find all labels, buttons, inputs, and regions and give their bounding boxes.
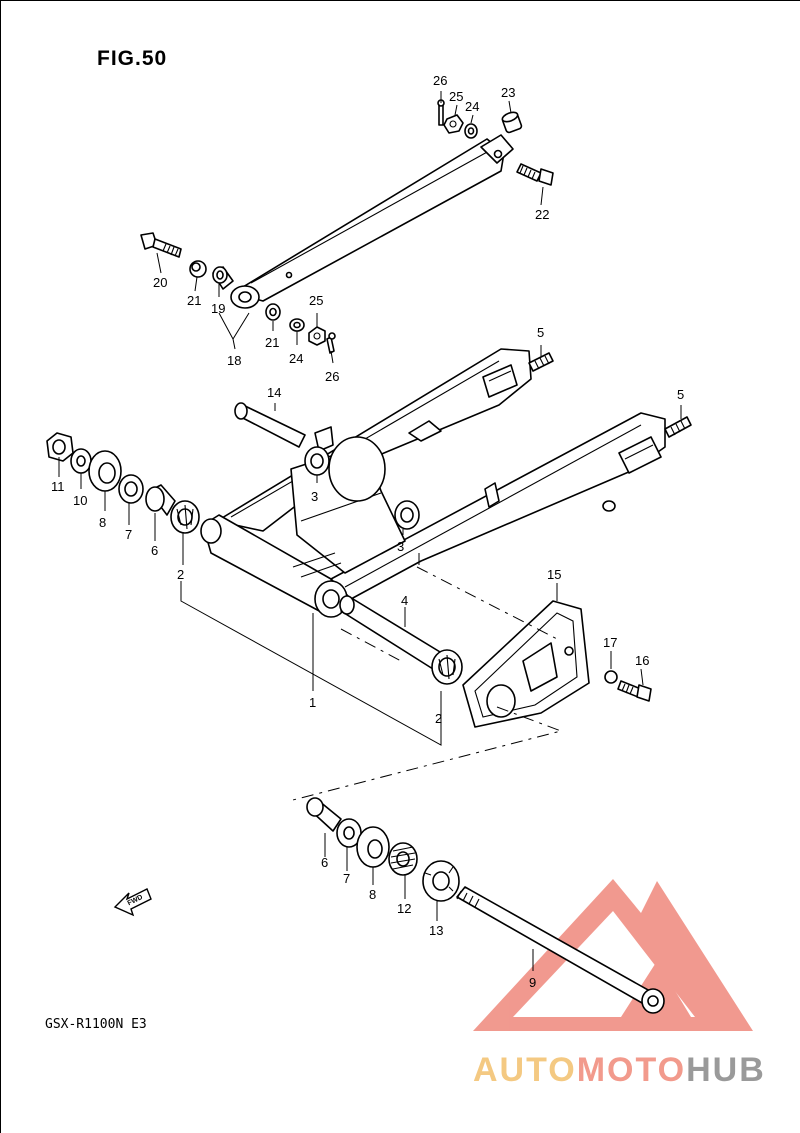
part-26-cotter-pin-upper <box>437 99 445 126</box>
part-24-washer-lower <box>289 318 305 332</box>
part-10-washer <box>70 448 92 474</box>
watermark-logo-text: AUTOMOTOHUB <box>473 1051 766 1090</box>
callout-24-upper: 24 <box>465 99 479 114</box>
part-13-lock-nut <box>422 860 460 902</box>
callout-23: 23 <box>501 85 515 100</box>
part-5-adjuster-lower <box>664 416 692 438</box>
part-2-bearing-right <box>431 649 463 685</box>
callout-8-lower: 8 <box>369 887 376 902</box>
callout-18: 18 <box>227 353 241 368</box>
callout-5-upper: 5 <box>537 325 544 340</box>
callout-8-upper: 8 <box>99 515 106 530</box>
watermark-logo-mark <box>473 879 753 1031</box>
part-11-nut <box>46 432 74 462</box>
part-12-adjuster-nut <box>388 842 418 876</box>
callout-2-right: 2 <box>435 711 442 726</box>
callout-17: 17 <box>603 635 617 650</box>
part-21-spacer-right <box>265 303 281 321</box>
callout-6-lower: 6 <box>321 855 328 870</box>
callout-3-upper: 3 <box>311 489 318 504</box>
part-22-bolt <box>516 163 554 186</box>
callout-21-left: 21 <box>187 293 201 308</box>
callout-26-lower: 26 <box>325 369 339 384</box>
part-2-bearing-left <box>170 500 200 534</box>
callout-7-lower: 7 <box>343 871 350 886</box>
callout-13: 13 <box>429 923 443 938</box>
callout-3-lower: 3 <box>397 539 404 554</box>
watermark-text-auto: AUTO <box>473 1051 577 1089</box>
fwd-arrow-icon: FWD <box>113 888 152 917</box>
part-7-washer-lower <box>336 818 362 848</box>
callout-11: 11 <box>51 479 65 494</box>
callout-25-lower: 25 <box>309 293 323 308</box>
callout-6-upper: 6 <box>151 543 158 558</box>
part-8-seal-left <box>88 450 122 492</box>
part-25-nut-upper <box>443 114 464 134</box>
watermark-text-hub: HUB <box>686 1051 766 1089</box>
swingarm-assembly <box>200 348 666 618</box>
callout-7-upper: 7 <box>125 527 132 542</box>
callout-14: 14 <box>267 385 281 400</box>
callout-16: 16 <box>635 653 649 668</box>
part-4-collar-pipe <box>339 595 446 670</box>
part-23-collar <box>501 111 523 134</box>
part-19-bush <box>212 266 234 290</box>
callout-numbers: 26 25 24 23 22 20 21 19 18 21 24 25 26 5… <box>51 73 684 990</box>
callout-2-left: 2 <box>177 567 184 582</box>
callout-5-lower: 5 <box>677 387 684 402</box>
figure-title: FIG.50 <box>97 47 168 70</box>
callout-21-right: 21 <box>265 335 279 350</box>
part-17-collar <box>604 670 618 684</box>
callout-4: 4 <box>401 593 408 608</box>
torque-link <box>230 134 514 309</box>
callout-26-upper: 26 <box>433 73 447 88</box>
part-15-chain-case <box>462 600 590 728</box>
part-20-bolt <box>140 232 182 258</box>
callout-22: 22 <box>535 207 549 222</box>
model-label: GSX-R1100N E3 <box>45 1017 147 1032</box>
callout-10: 10 <box>73 493 87 508</box>
part-16-bolt <box>617 680 652 702</box>
callout-12: 12 <box>397 901 411 916</box>
part-25-nut-lower <box>308 326 326 346</box>
part-21-spacer-left <box>189 260 207 278</box>
part-9-pivot-shaft <box>456 886 665 1014</box>
part-8-seal-lower <box>356 826 390 868</box>
part-26-cotter-pin-lower <box>326 332 336 354</box>
callout-20: 20 <box>153 275 167 290</box>
callout-24-lower: 24 <box>289 351 303 366</box>
part-24-washer-upper <box>464 123 478 139</box>
callout-9: 9 <box>529 975 536 990</box>
callout-15: 15 <box>547 567 561 582</box>
callout-19: 19 <box>211 301 225 316</box>
callout-25-upper: 25 <box>449 89 463 104</box>
callout-1: 1 <box>309 695 316 710</box>
watermark-text-moto: MOTO <box>576 1051 687 1089</box>
part-7-washer-left <box>118 474 144 504</box>
part-5-adjuster-upper <box>528 352 554 372</box>
part-6-spacer-left <box>145 484 176 516</box>
part-14-collar-pipe <box>234 402 306 448</box>
part-6-spacer-lower <box>306 797 342 832</box>
